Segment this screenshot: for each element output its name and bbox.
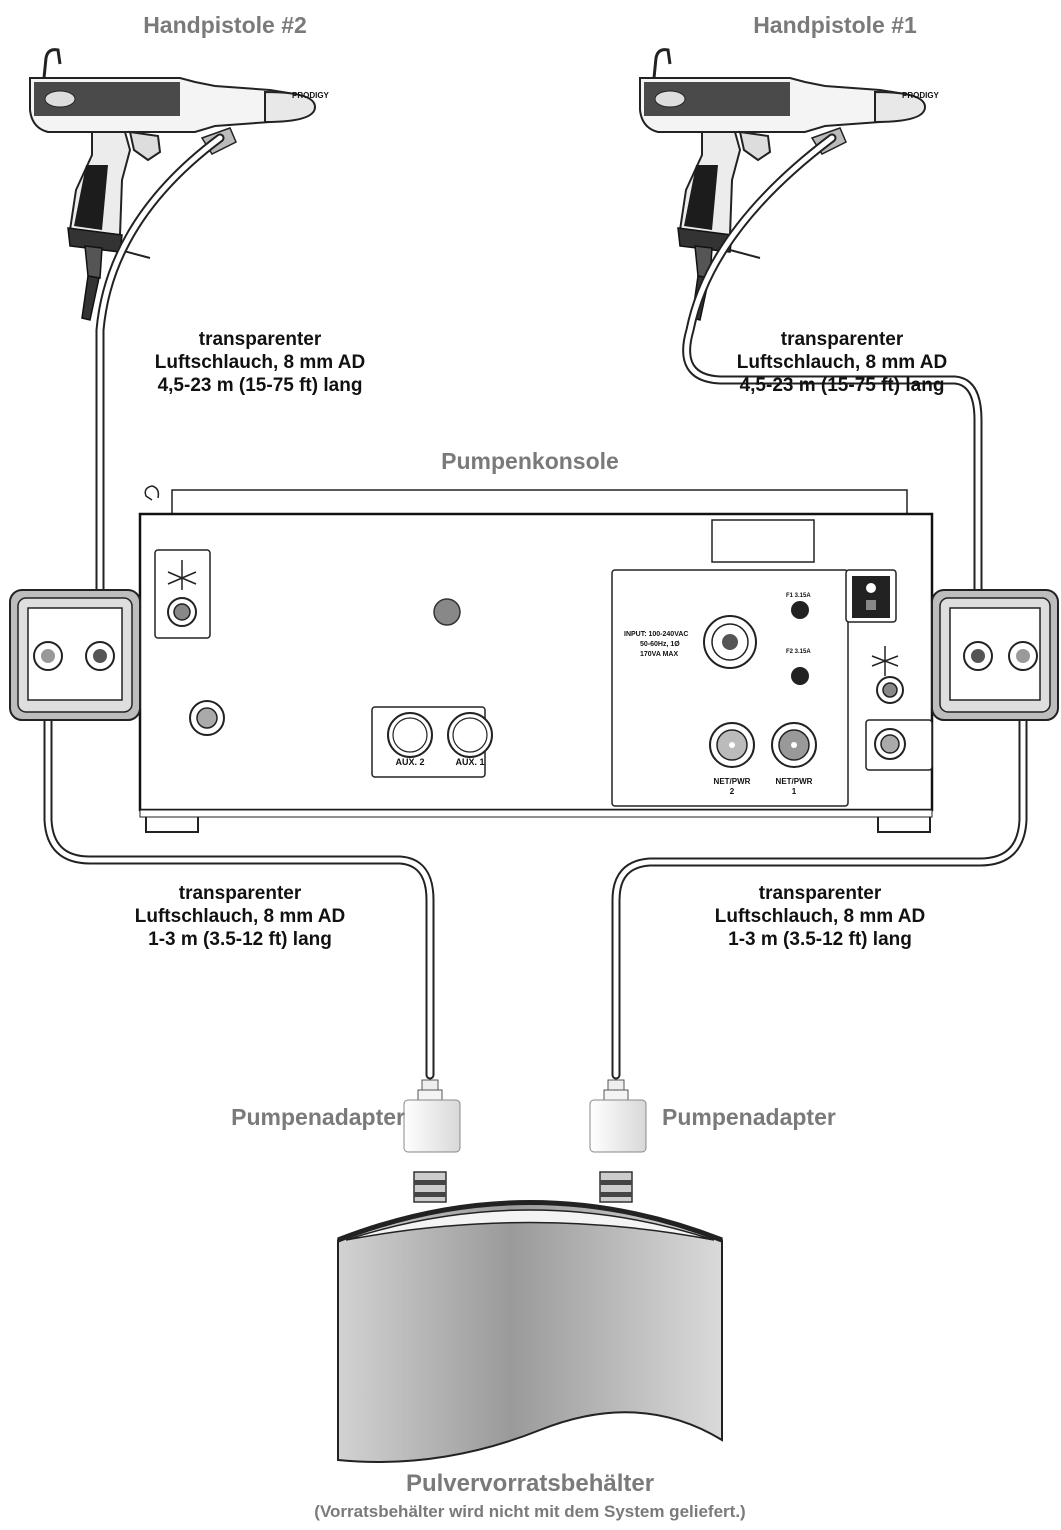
netpwr1-label-a: NET/PWR: [776, 777, 813, 786]
input-rating-3: 170VA MAX: [640, 651, 678, 658]
hose-lower-right-label: transparenter Luftschlauch, 8 mm AD 1-3 …: [680, 882, 960, 951]
container-port-right: [599, 1171, 633, 1203]
hose-ur-line1: transparenter: [780, 329, 904, 350]
hose-lr-line1: transparenter: [758, 883, 882, 904]
input-rating-1: INPUT: 100-240VAC: [624, 631, 688, 638]
hose-upper-left: [95, 133, 225, 660]
hose-ur-line3: 4,5-23 m (15-75 ft) lang: [739, 375, 945, 396]
netpwr2-label-b: 2: [730, 787, 735, 796]
hose-ul-line3: 4,5-23 m (15-75 ft) lang: [157, 375, 363, 396]
container-title: Pulvervorratsbehälter: [405, 1470, 655, 1497]
hose-ll-line1: transparenter: [178, 883, 302, 904]
hose-upper-right: [682, 133, 983, 660]
hose-lr-line2: Luftschlauch, 8 mm AD: [714, 906, 926, 927]
input-rating-2: 50-60Hz, 1Ø: [640, 641, 680, 648]
hose-lower-right: [611, 651, 1028, 1080]
gun1-brand: PRODIGY: [902, 91, 940, 100]
adapter-right-label: Pumpenadapter: [662, 1104, 836, 1130]
fuse2-label: F2 3.15A: [786, 649, 811, 655]
container-note: (Vorratsbehälter wird nicht mit dem Syst…: [314, 1502, 746, 1521]
fuse1-label: F1 3.15A: [786, 593, 811, 599]
powder-container: [337, 1171, 723, 1463]
hose-lower-left-label: transparenter Luftschlauch, 8 mm AD 1-3 …: [100, 882, 380, 951]
netpwr2-label-a: NET/PWR: [714, 777, 751, 786]
container-port-left: [413, 1171, 447, 1203]
console-title: Pumpenkonsole: [441, 448, 619, 474]
pump-adapter-right: [589, 1079, 647, 1153]
hose-ur-line2: Luftschlauch, 8 mm AD: [736, 352, 948, 373]
gun2-brand: PRODIGY: [292, 91, 330, 100]
hose-ll-line2: Luftschlauch, 8 mm AD: [134, 906, 346, 927]
hose-ul-line1: transparenter: [198, 329, 322, 350]
aux1-label: AUX. 1: [455, 757, 484, 767]
hose-lower-left: [43, 651, 435, 1080]
hose-ul-line2: Luftschlauch, 8 mm AD: [154, 352, 366, 373]
pump-adapter-left: [403, 1079, 461, 1153]
adapter-left-label: Pumpenadapter: [231, 1104, 405, 1130]
hose-ll-line3: 1-3 m (3.5-12 ft) lang: [148, 929, 332, 950]
pump-console: AUX. 2 AUX. 1 INPUT: 100-240VAC 50-60Hz,…: [9, 485, 1059, 833]
netpwr1-label-b: 1: [792, 787, 797, 796]
gun2-title: Handpistole #2: [143, 12, 307, 38]
aux2-label: AUX. 2: [395, 757, 424, 767]
gun1-title: Handpistole #1: [753, 12, 917, 38]
hose-upper-right-label: transparenter Luftschlauch, 8 mm AD 4,5-…: [702, 328, 982, 397]
hose-lr-line3: 1-3 m (3.5-12 ft) lang: [728, 929, 912, 950]
hose-upper-left-label: transparenter Luftschlauch, 8 mm AD 4,5-…: [120, 328, 400, 397]
